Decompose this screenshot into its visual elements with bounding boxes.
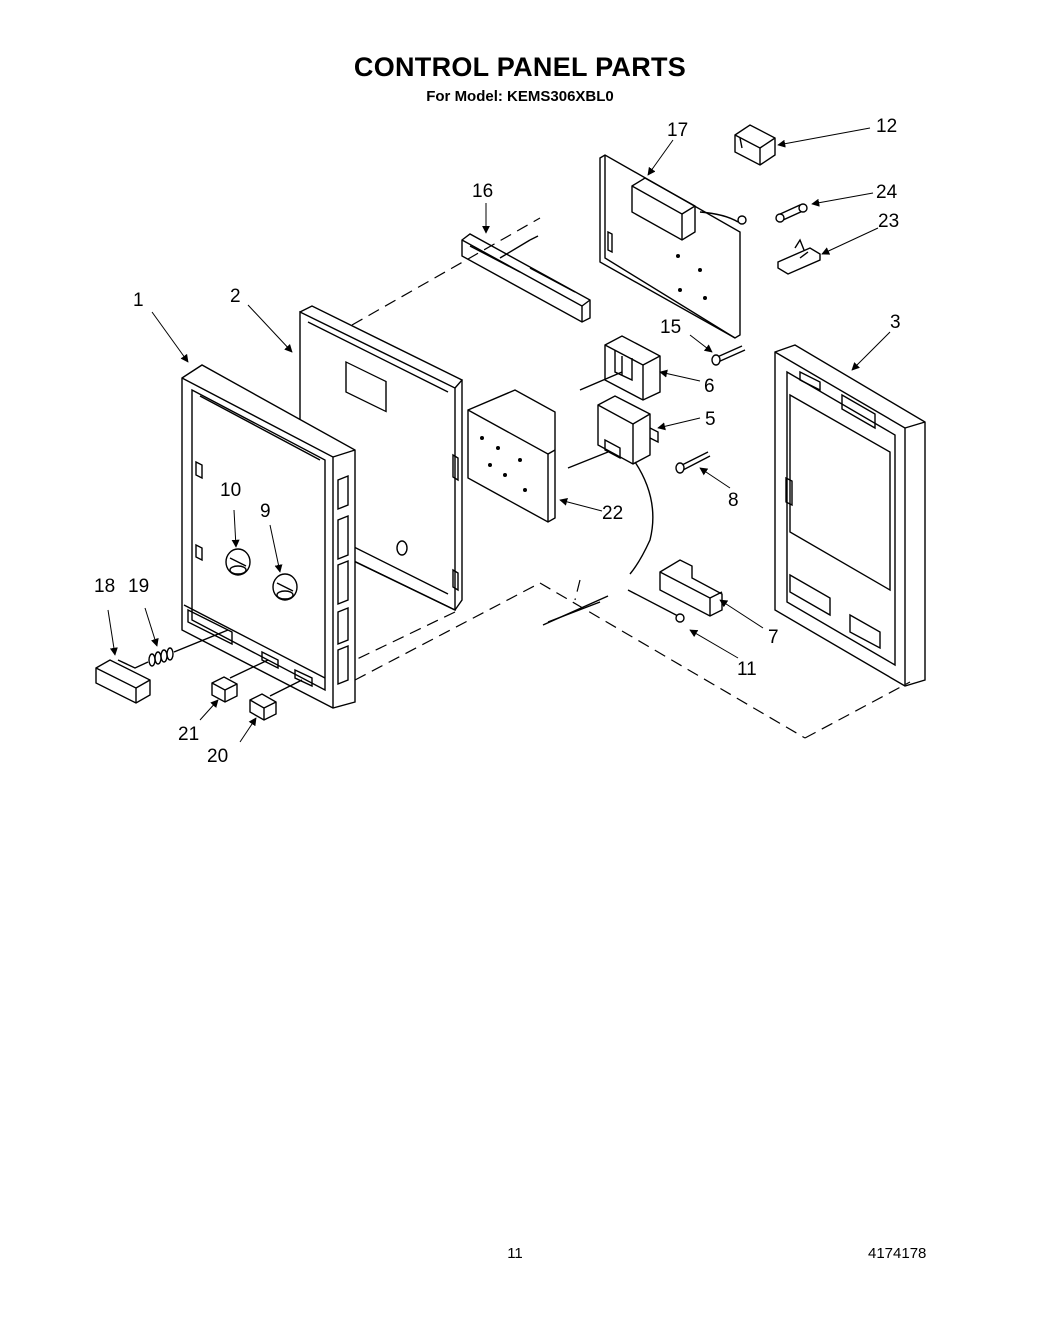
callout-9: 9	[260, 501, 271, 522]
diagram-title: CONTROL PANEL PARTS	[353, 52, 687, 82]
callout-19: 19	[128, 576, 149, 597]
part-5-timer	[567, 395, 659, 575]
callout-1: 1	[133, 290, 144, 311]
assembly-guide-lines	[351, 217, 911, 739]
callout-6: 6	[704, 376, 715, 397]
callout-15: 15	[660, 317, 681, 338]
callout-18: 18	[94, 576, 115, 597]
callout-11: 11	[737, 659, 757, 680]
callout-22: 22	[602, 503, 623, 524]
part-12-relay	[734, 124, 776, 166]
part-22-mounting-plate	[467, 389, 556, 523]
part-17-circuit-board	[599, 154, 747, 339]
part-8-screw	[675, 451, 711, 474]
callout-5: 5	[705, 409, 716, 430]
part-21-button	[211, 659, 269, 703]
part-19-spring	[148, 629, 229, 667]
part-7-bracket	[659, 559, 723, 617]
part-3-rear-frame	[774, 344, 926, 687]
callout-leaders	[107, 127, 891, 743]
callout-labels: 1 2 3 5 6 7 8 9 10 11 12 15 16 17 18 19 …	[94, 116, 901, 767]
callout-23: 23	[878, 211, 899, 232]
document-number: 4174178	[868, 1245, 927, 1262]
callout-20: 20	[207, 746, 228, 767]
callout-7: 7	[768, 627, 779, 648]
callout-8: 8	[728, 490, 739, 511]
part-20-button	[249, 679, 303, 721]
callout-2: 2	[230, 286, 241, 307]
callout-12: 12	[876, 116, 897, 137]
part-24-fuse	[775, 203, 808, 223]
callout-24: 24	[876, 182, 898, 203]
part-6-switch	[579, 335, 661, 401]
part-16-bracket	[461, 233, 591, 323]
part-1-front-frame	[181, 364, 356, 709]
model-subtitle: For Model: KEMS306XBL0	[426, 88, 614, 105]
callout-21: 21	[178, 724, 199, 745]
page-number: 11	[507, 1245, 523, 1262]
callout-10: 10	[220, 480, 241, 501]
callout-3: 3	[890, 312, 901, 333]
part-11-rod	[627, 589, 685, 623]
callout-17: 17	[667, 120, 688, 141]
part-15-screw	[711, 345, 746, 366]
part-18-push-button	[95, 659, 151, 704]
part-10-knob	[225, 548, 251, 576]
callout-16: 16	[472, 181, 493, 202]
part-9-knob	[272, 573, 298, 601]
part-23-fuse-holder	[777, 238, 821, 275]
